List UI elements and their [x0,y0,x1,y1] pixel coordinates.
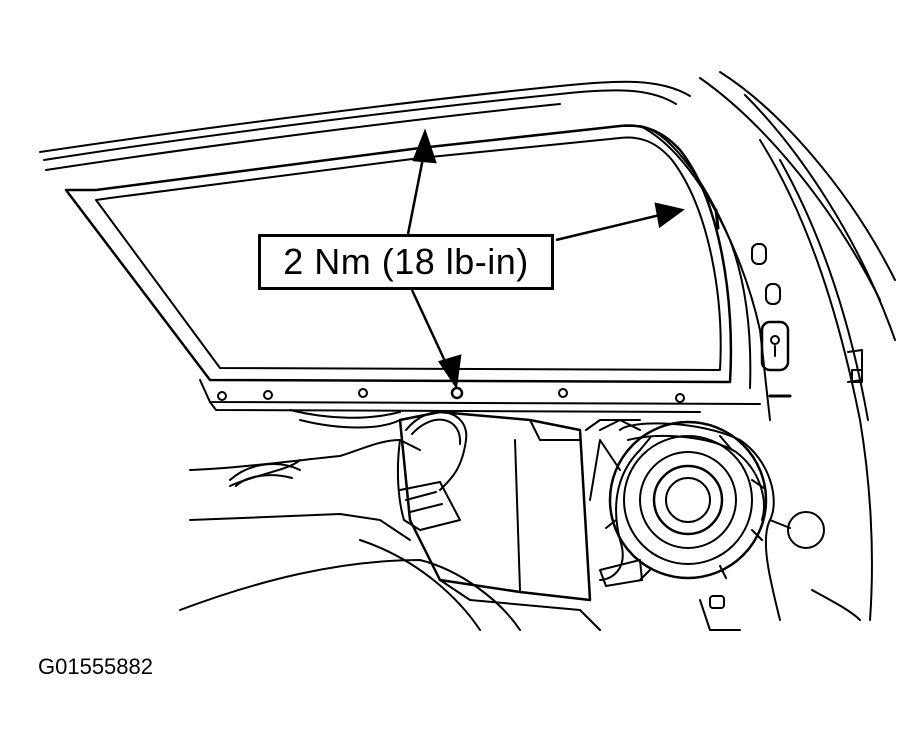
lower-trim-rail [200,380,760,412]
pillar-fasteners [716,210,862,396]
figure-id-label: G01555882 [38,654,153,679]
floor-panel [180,410,860,630]
wiring-harness [406,412,824,620]
torque-callout-arrows [408,132,682,386]
technician-hand [190,440,460,540]
torque-specification-label: 2 Nm (18 lb-in) [258,234,554,290]
speaker-enclosure [400,412,640,610]
speaker-driver [590,420,766,580]
roof-outline [40,72,895,620]
